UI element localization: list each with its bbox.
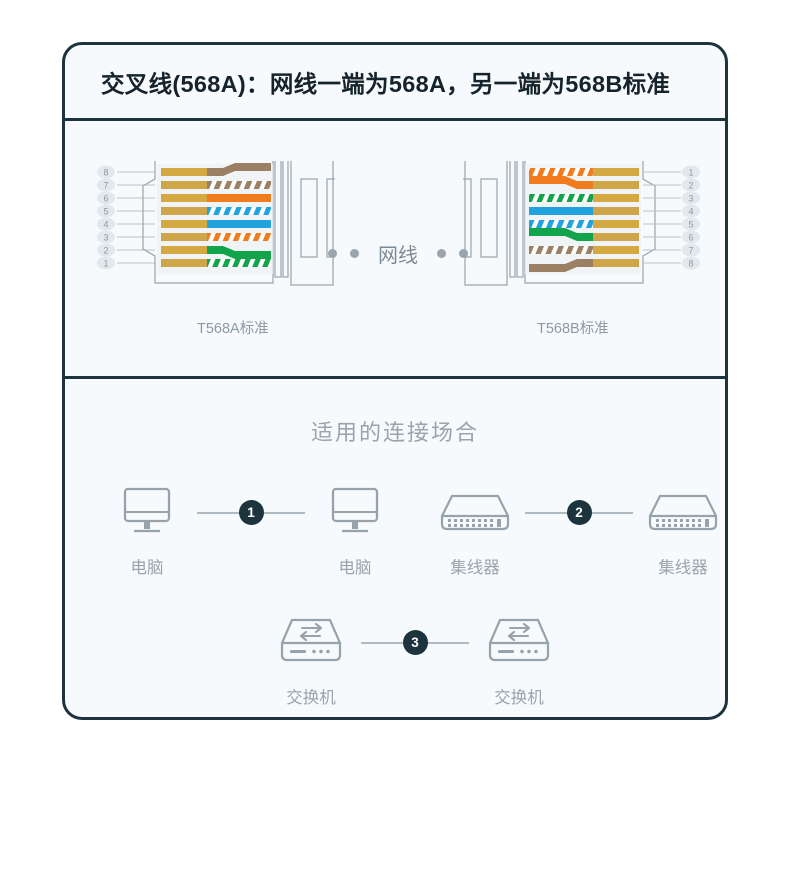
usage-section: 适用的连接场合 电脑 1 (65, 379, 725, 720)
svg-text:2: 2 (688, 181, 693, 191)
gold-contacts-left (161, 168, 207, 267)
cable-dot (459, 249, 468, 258)
node-label: 电脑 (338, 559, 372, 577)
pin-number-group-right: 1 2 3 4 5 6 7 8 (682, 165, 700, 270)
rj45-plug-left-568a: 8 7 6 5 4 3 2 1 (95, 150, 342, 306)
node-label: 交换机 (286, 689, 336, 707)
svg-text:3: 3 (688, 194, 693, 204)
desktop-computer-icon (119, 483, 175, 541)
node-switch-left: 交换机 (263, 613, 359, 708)
svg-text:2: 2 (103, 246, 108, 256)
node-hub-left: 集线器 (427, 483, 523, 578)
usage-pair-hub: 集线器 2 (427, 483, 731, 578)
svg-text:4: 4 (103, 220, 108, 230)
node-label: 集线器 (658, 559, 708, 577)
rj45-plug-left-svg: 8 7 6 5 4 3 2 1 (97, 150, 342, 286)
svg-text:5: 5 (103, 207, 108, 217)
cable-dot (350, 249, 359, 258)
plug-caption-left: T568A标准 (197, 321, 269, 337)
usage-link-1: 1 (195, 483, 307, 541)
svg-text:1: 1 (688, 168, 693, 178)
svg-text:1: 1 (103, 259, 108, 269)
network-hub-icon (436, 483, 514, 541)
usage-link-2: 2 (523, 483, 635, 541)
connector-section: 8 7 6 5 4 3 2 1 (65, 121, 725, 376)
usage-badge-3: 3 (402, 629, 428, 655)
info-card: 交叉线(568A)：网线一端为568A，另一端为568B标准 (62, 42, 728, 720)
cable-dot (437, 249, 446, 258)
card-title-bar: 交叉线(568A)：网线一端为568A，另一端为568B标准 (65, 45, 725, 118)
usage-badge-1: 1 (238, 499, 264, 525)
node-computer-left: 电脑 (99, 483, 195, 578)
gold-contacts-right (593, 168, 639, 267)
node-label: 电脑 (130, 559, 164, 577)
cable-label: 网线 (378, 245, 418, 267)
divider-top (65, 118, 725, 121)
node-hub-right: 集线器 (635, 483, 731, 578)
node-computer-right: 电脑 (307, 483, 403, 578)
node-label: 交换机 (494, 689, 544, 707)
svg-text:5: 5 (688, 220, 693, 230)
svg-text:7: 7 (688, 246, 693, 256)
svg-text:8: 8 (103, 168, 108, 178)
svg-text:8: 8 (688, 259, 693, 269)
cable-indicator: 网线 (312, 239, 484, 268)
usage-section-title: 适用的连接场合 (310, 420, 479, 445)
pin-number-group-left: 8 7 6 5 4 3 2 1 (97, 165, 115, 270)
wires-right (529, 168, 593, 272)
network-hub-icon (644, 483, 722, 541)
cable-dot (328, 249, 337, 258)
usage-link-3: 3 (359, 613, 471, 671)
node-switch-right: 交换机 (471, 613, 567, 708)
svg-text:6: 6 (688, 233, 693, 243)
svg-text:7: 7 (103, 181, 108, 191)
desktop-computer-icon (327, 483, 383, 541)
node-label: 集线器 (450, 559, 500, 577)
usage-badge-2: 2 (566, 499, 592, 525)
usage-pair-computer: 电脑 1 电脑 (99, 483, 403, 578)
svg-text:6: 6 (103, 194, 108, 204)
divider-middle (65, 376, 725, 379)
network-switch-icon (276, 613, 346, 671)
rj45-plug-right-svg: 1 2 3 4 5 6 7 8 (456, 150, 700, 286)
rj45-plug-right-568b: 1 2 3 4 5 6 7 8 (456, 150, 703, 306)
network-switch-icon (484, 613, 554, 671)
svg-text:4: 4 (688, 207, 693, 217)
wires-left (207, 163, 271, 267)
plug-caption-right: T568B标准 (537, 321, 609, 337)
usage-pair-switch: 交换机 3 (263, 613, 567, 708)
page-title: 交叉线(568A)：网线一端为568A，另一端为568B标准 (101, 70, 671, 97)
svg-text:3: 3 (103, 233, 108, 243)
